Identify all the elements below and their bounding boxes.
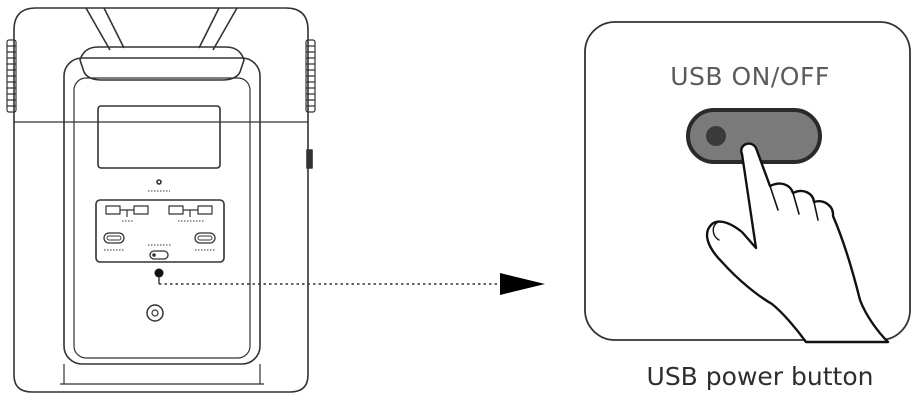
side-port (306, 149, 313, 169)
usb-c-port-right (194, 232, 216, 244)
station-body (13, 7, 309, 393)
power-indicator-icon (156, 179, 162, 185)
usb-onoff-indicator (706, 126, 726, 146)
port-panel (95, 199, 225, 263)
lcd-screen (97, 105, 221, 169)
right-handle (198, 7, 238, 51)
usb-power-button-caption: USB power button (646, 362, 874, 391)
power-button-icon (151, 309, 159, 317)
usb-a-ports-left (105, 205, 149, 217)
top-grip (79, 46, 245, 81)
usb-switch-small-dot (152, 253, 156, 257)
usb-c-port-left (103, 232, 125, 244)
station-base (60, 364, 264, 385)
power-station (6, 7, 316, 393)
front-panel-inner (73, 77, 251, 359)
left-vent (6, 39, 17, 113)
power-button[interactable] (146, 304, 164, 322)
right-vent (305, 39, 316, 113)
zoom-panel (584, 21, 911, 344)
usb-onoff-label: USB ON/OFF (670, 62, 830, 91)
callout-dot (154, 268, 164, 278)
usb-switch-small[interactable] (149, 250, 169, 260)
callout-connector (158, 273, 545, 295)
usb-a-ports-right (168, 205, 213, 217)
front-panel (63, 57, 261, 365)
callout-arrowhead (500, 273, 545, 295)
left-handle (85, 7, 125, 51)
pointing-hand-icon (705, 142, 890, 344)
